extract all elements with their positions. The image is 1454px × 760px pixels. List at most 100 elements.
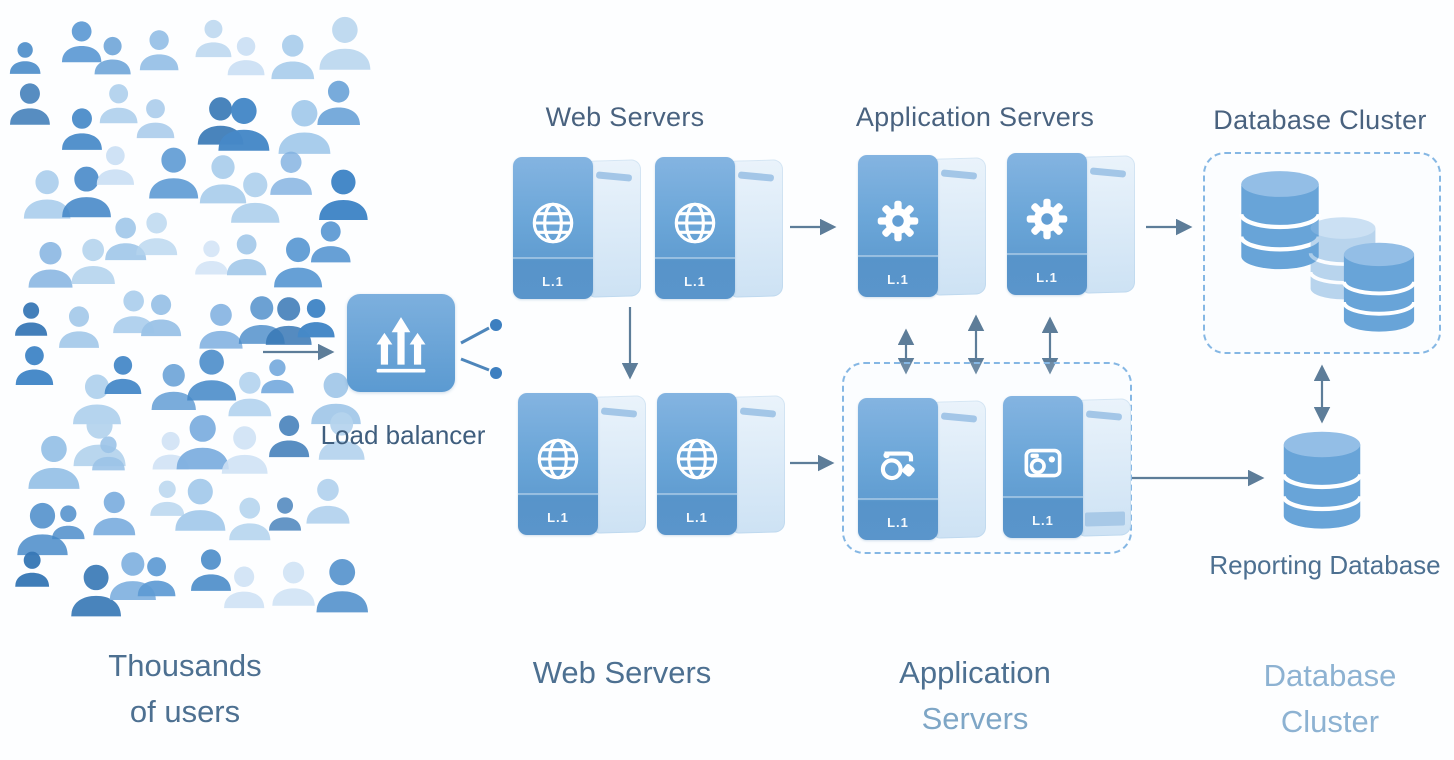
person-icon [27, 435, 80, 489]
web-server-2: L.1 [655, 157, 785, 301]
person-icon [28, 241, 73, 288]
database-cylinder-icon [1281, 431, 1363, 529]
server-side-panel [1079, 398, 1131, 537]
server-side-panel [589, 159, 641, 298]
server-label: L.1 [1036, 270, 1058, 285]
person-icon [310, 372, 361, 425]
web-server-3: L.1 [518, 393, 648, 537]
person-icon [15, 346, 53, 385]
person-icon [186, 349, 236, 401]
person-icon [24, 169, 71, 219]
person-icon [231, 172, 280, 223]
person-icon [199, 304, 243, 349]
person-icon [93, 492, 136, 536]
app-server-2: L.1 [1007, 153, 1137, 297]
person-icon [218, 97, 270, 151]
server-front-panel: L.1 [518, 393, 598, 535]
person-icon [62, 21, 102, 63]
server-vent [600, 407, 638, 418]
person-icon [9, 83, 50, 125]
database-cluster-title: Database Cluster [1213, 105, 1427, 135]
person-icon [104, 217, 146, 261]
person-icon [176, 414, 230, 469]
globe-icon [537, 438, 579, 480]
person-icon [310, 221, 351, 263]
reporting-database-label: Reporting Database [1209, 550, 1441, 580]
person-icon [261, 359, 295, 393]
person-icon [17, 503, 69, 556]
server-side-panel [934, 400, 986, 539]
person-icon [15, 552, 50, 588]
server-vent [737, 171, 775, 182]
person-icon [94, 36, 131, 75]
gear-icon [1026, 198, 1068, 240]
person-icon [73, 412, 126, 467]
server-side-panel [733, 395, 785, 534]
server-label: L.1 [547, 510, 569, 525]
server-label: L.1 [542, 274, 564, 289]
crowd [9, 17, 370, 632]
person-icon [151, 363, 196, 410]
database-cluster-bottom-label: Database Cluster [1263, 658, 1397, 739]
app-server-3: L.1 [858, 398, 988, 542]
person-icon [199, 155, 247, 204]
load-balancer-node [347, 294, 455, 392]
application-servers-title: Application Servers [855, 102, 1095, 132]
web-servers-title: Web Servers [545, 102, 705, 132]
app-server-1: L.1 [858, 155, 988, 299]
server-side-panel [731, 159, 783, 298]
web-server-4: L.1 [657, 393, 787, 537]
globe-icon [674, 202, 716, 244]
person-icon [269, 151, 312, 195]
server-front-panel: L.1 [513, 157, 593, 299]
person-icon [71, 238, 115, 284]
person-icon [71, 564, 122, 617]
globe-icon [532, 202, 574, 244]
users-label: Thousands of users [108, 648, 262, 729]
loadbalancer-fanout [460, 319, 502, 379]
upload-arrows-icon [376, 317, 426, 373]
person-icon [221, 426, 268, 474]
person-icon [269, 415, 310, 458]
app-servers-bottom-label: Application Servers [899, 655, 1051, 736]
server-side-panel [594, 395, 646, 534]
person-icon [96, 146, 135, 186]
server-vent [1089, 167, 1127, 178]
server-vent [739, 407, 777, 418]
globe-icon [676, 438, 718, 480]
person-icon [297, 298, 335, 337]
server-label: L.1 [1032, 513, 1054, 528]
person-icon [278, 99, 331, 154]
person-icon [72, 374, 121, 425]
person-icon [318, 412, 365, 460]
server-front-panel: L.1 [858, 398, 938, 540]
server-label: L.1 [887, 272, 909, 287]
person-icon [228, 371, 272, 416]
web-servers-bottom-label: Web Servers [532, 655, 712, 690]
person-icon [62, 108, 103, 151]
person-icon [14, 302, 47, 336]
person-icon [226, 234, 267, 276]
app-server-4: L.1 [1003, 396, 1133, 540]
person-icon [112, 290, 154, 334]
person-icon [272, 561, 315, 606]
person-icon [149, 148, 199, 199]
server-front-panel: L.1 [1003, 396, 1083, 538]
server-front-panel: L.1 [1007, 153, 1087, 295]
person-icon [175, 478, 226, 531]
server-label: L.1 [887, 515, 909, 530]
person-icon [62, 166, 112, 218]
person-icon [136, 212, 178, 256]
person-icon [195, 19, 232, 57]
person-icon [224, 566, 265, 609]
camera-icon [1024, 448, 1062, 478]
person-icon [139, 30, 179, 71]
server-vent [595, 171, 633, 182]
server-label: L.1 [686, 510, 708, 525]
server-label: L.1 [684, 274, 706, 289]
person-icon [269, 496, 302, 531]
person-icon [227, 36, 265, 76]
person-icon [194, 240, 228, 275]
server-front-panel: L.1 [655, 157, 735, 299]
